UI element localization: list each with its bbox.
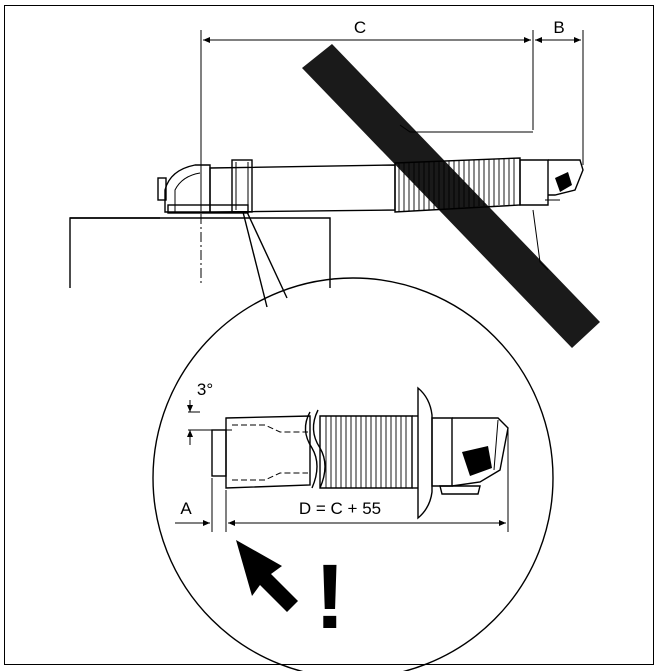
boiler-unit <box>69 160 331 288</box>
dimension-d: D = C + 55 <box>225 428 509 532</box>
flue-elbow <box>157 164 249 214</box>
terminal-detail <box>431 417 509 495</box>
flue-pipe-detail <box>211 386 509 520</box>
wall-plate <box>399 124 549 271</box>
attention-arrow-icon <box>236 540 298 612</box>
label-b: B <box>553 18 564 37</box>
callout-pointer <box>242 211 288 308</box>
angle-label: 3° <box>197 380 213 399</box>
diagram-frame <box>4 5 654 665</box>
flue-pipe-top <box>209 157 584 213</box>
warning-icon: ! <box>315 546 346 648</box>
label-a: A <box>180 499 192 518</box>
label-d: D = C + 55 <box>299 499 381 518</box>
corrugated-section-detail <box>319 415 413 489</box>
dimension-a: A <box>175 478 240 532</box>
label-c: C <box>354 18 366 37</box>
corrugated-section-top <box>394 157 521 213</box>
terminal-top <box>519 159 584 206</box>
wall-section <box>302 44 600 348</box>
dimension-b: B <box>535 18 584 165</box>
detail-callout-circle <box>152 277 554 671</box>
